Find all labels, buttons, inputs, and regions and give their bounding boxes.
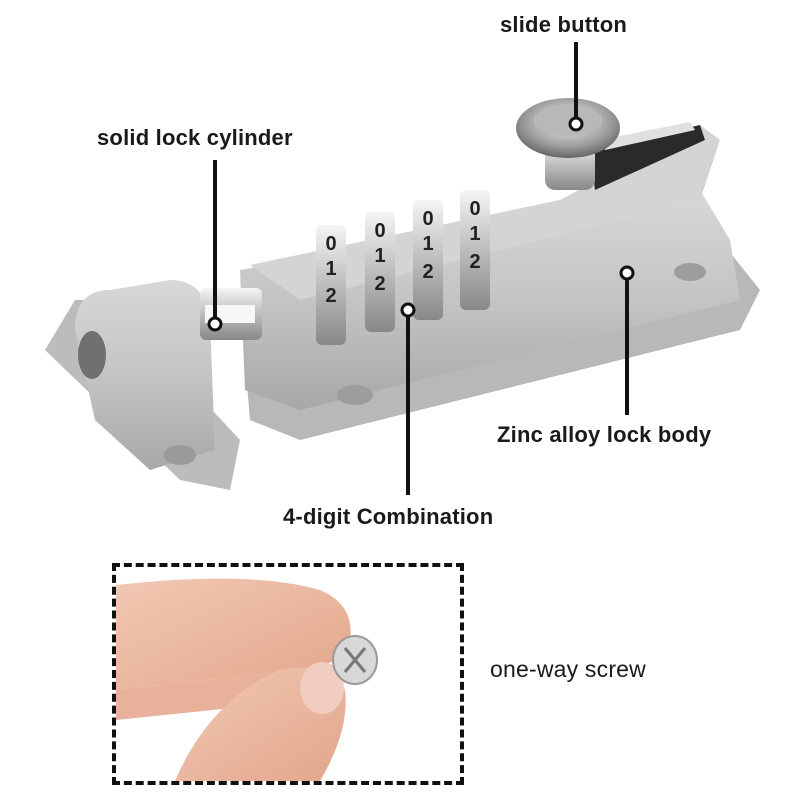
svg-text:1: 1 [422, 233, 433, 255]
combination-dials: 0 1 2 0 1 2 0 1 2 0 1 2 [316, 190, 490, 345]
callout-solid-lock-cylinder: solid lock cylinder [97, 125, 293, 150]
svg-text:0: 0 [325, 233, 336, 255]
svg-text:2: 2 [422, 261, 433, 283]
screw-inset-box [112, 563, 464, 785]
svg-text:0: 0 [422, 208, 433, 230]
svg-text:2: 2 [469, 251, 480, 273]
svg-text:0: 0 [469, 198, 480, 220]
svg-text:1: 1 [374, 245, 385, 267]
svg-text:1: 1 [325, 258, 336, 280]
svg-text:1: 1 [469, 223, 480, 245]
hand-with-screw [116, 578, 378, 781]
svg-text:0: 0 [374, 220, 385, 242]
svg-text:2: 2 [374, 273, 385, 295]
slide-button-knob [516, 98, 620, 190]
callout-slide-button: slide button [500, 12, 628, 37]
lock-keeper [45, 280, 240, 490]
callout-4-digit-combination: 4-digit Combination [283, 504, 494, 529]
lock-cylinder [200, 288, 262, 340]
callout-zinc-alloy-body: Zinc alloy lock body [497, 422, 712, 447]
callout-one-way-screw: one-way screw [490, 656, 646, 682]
svg-text:2: 2 [325, 285, 336, 307]
